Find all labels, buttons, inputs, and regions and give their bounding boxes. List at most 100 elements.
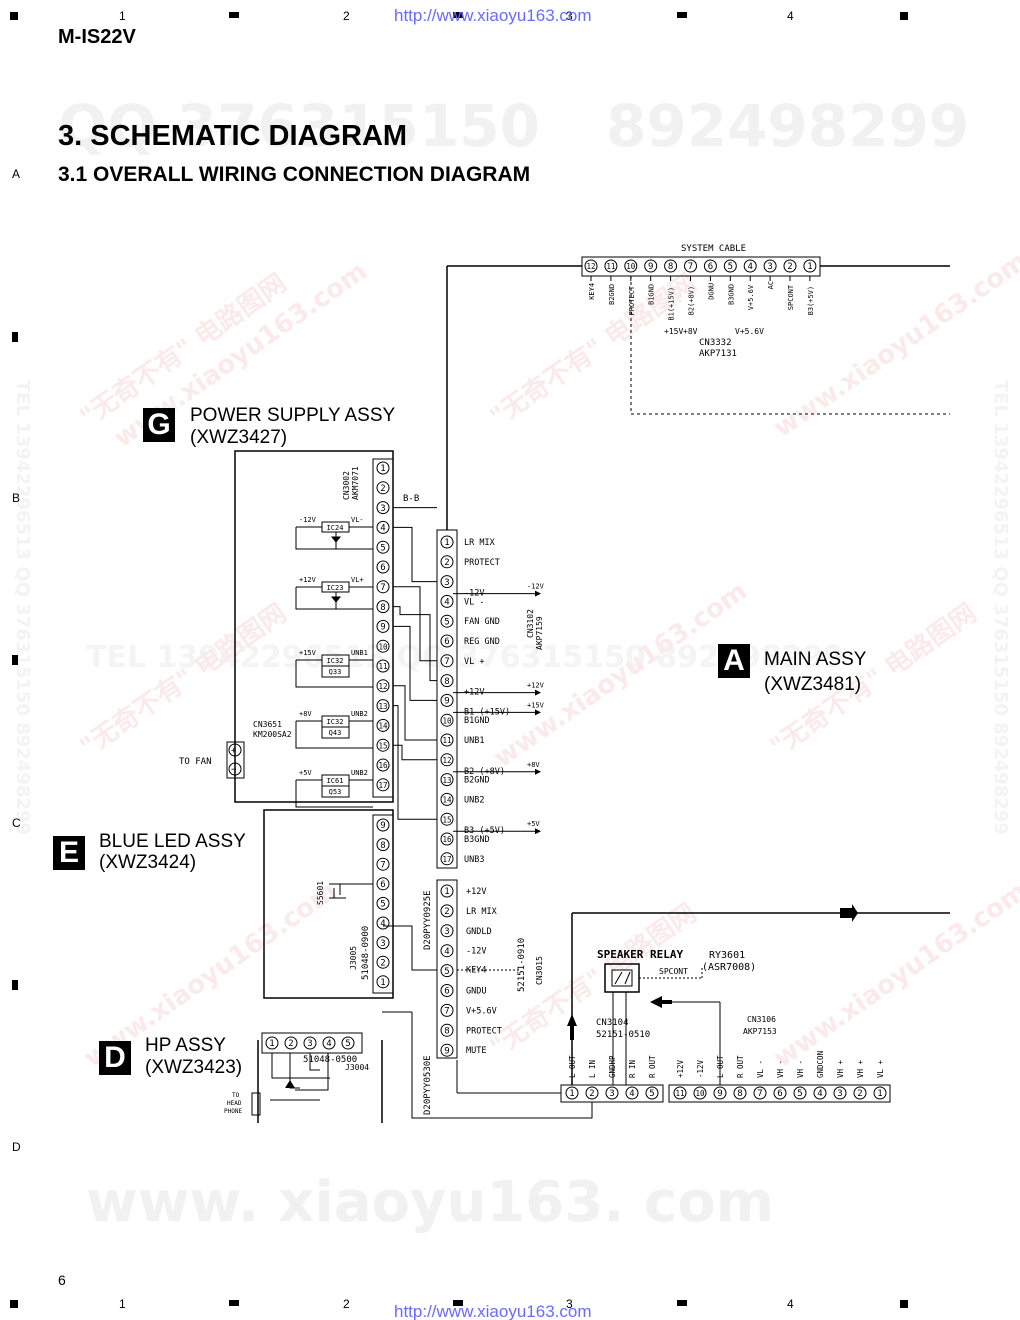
assy-d-code: (XWZ3423)	[145, 1057, 243, 1078]
system-cable-pin: 2	[783, 259, 797, 273]
pin-number: 7	[444, 1007, 449, 1017]
pin-number: 3	[837, 1089, 842, 1099]
ruler-col-1-bottom: 1	[119, 1297, 126, 1311]
ruler-mark	[900, 1300, 908, 1308]
main-connector-pin: 10	[440, 713, 454, 727]
main-connector-id: CN3102	[526, 609, 535, 638]
main-ext-label: -12V	[527, 583, 545, 591]
power-supply-board	[234, 450, 394, 803]
pin-number: 8	[444, 677, 449, 687]
main-ext-label: +15V	[527, 701, 545, 709]
system-cable-title: SYSTEM CABLE	[681, 244, 746, 254]
cn3104-pin: 5	[645, 1086, 659, 1100]
main-connector-pin: 1	[440, 535, 454, 549]
pin-number: 4	[817, 1089, 822, 1099]
ps-connector-pin: 4	[376, 520, 390, 534]
ruler-mark	[12, 980, 18, 990]
pin-number: 14	[378, 722, 388, 731]
watermark-website: www. xiaoyu163. com	[86, 1170, 775, 1235]
cn3106-pin-label: GNDCON	[816, 1051, 825, 1078]
cn3106-pin-label: VH +	[836, 1059, 845, 1078]
pin-number: 3	[767, 262, 772, 272]
ic-label: IC32	[327, 718, 344, 726]
cable-label-upper: D20PYY0925E	[423, 890, 433, 950]
source-url-top[interactable]: http://www.xiaoyu163.com	[394, 6, 592, 25]
main-connector-pin: 7	[440, 654, 454, 668]
ruler-mark	[229, 1300, 239, 1306]
cn3015-connector	[436, 879, 458, 1059]
system-cable-pin: 12	[584, 259, 598, 273]
pin-number: 11	[675, 1089, 684, 1098]
ps-connector-pin: 14	[376, 718, 390, 732]
pin-number: 2	[787, 262, 792, 272]
pin-number: 2	[857, 1089, 862, 1099]
system-cable-pin-label: B1(+15V)	[668, 287, 676, 321]
ps-connector-pin: 11	[376, 659, 390, 673]
cn3015-pin: 5	[440, 964, 454, 978]
svg-text:−: −	[231, 765, 237, 775]
reg-out-label: UNB2	[351, 710, 368, 718]
system-cable-pin-label: AC	[767, 281, 775, 289]
blue-led-connector	[372, 814, 394, 994]
pin-number: 5	[345, 1039, 350, 1049]
ps-connector-pin: 17	[376, 778, 390, 792]
pin-number: 9	[717, 1089, 722, 1099]
pin-number: 3	[444, 927, 449, 937]
cn3015-id: CN3015	[535, 956, 544, 985]
relay-signal: SPCONT	[659, 967, 688, 976]
main-connector-part: AKP7159	[535, 616, 544, 650]
pin-number: 6	[708, 262, 713, 272]
cn3106-pin-label: +12V	[676, 1059, 685, 1078]
system-cable-pin-label: B2(+8V)	[688, 286, 696, 316]
pin-number: 13	[442, 776, 451, 785]
pin-number: 7	[688, 262, 693, 272]
hp-connector	[261, 1032, 363, 1054]
main-connector-pin: 9	[440, 693, 454, 707]
pin-number: 9	[380, 821, 385, 831]
cn3106-pin-label: -12V	[696, 1059, 705, 1078]
pin-number: 15	[378, 741, 387, 750]
relay-id: RY3601	[709, 950, 745, 961]
pin-number: 8	[444, 1027, 449, 1037]
cn3106-connector	[668, 1084, 891, 1103]
pin-number: 7	[444, 657, 449, 667]
sc-bottom-label: V+5.6V	[735, 327, 764, 336]
ruler-row-b: B	[12, 491, 21, 505]
cn3104-pin-label: L IN	[588, 1060, 597, 1078]
main-pin-label: B3GND	[464, 835, 490, 845]
ps-connector-pin: 16	[376, 758, 390, 772]
relay-part: (ASR7008)	[702, 962, 756, 973]
ps-connector-pin: 2	[376, 481, 390, 495]
phone-label-3: PHONE	[224, 1108, 242, 1115]
source-url-bottom[interactable]: http://www.xiaoyu163.com	[394, 1302, 592, 1320]
cn3104-pin-label: R OUT	[648, 1055, 657, 1078]
cn3106-pin: 8	[733, 1086, 747, 1100]
sc-connector-id: CN3332	[699, 338, 732, 348]
cn3015-pin-label: MUTE	[466, 1046, 486, 1056]
assy-a-code: (XWZ3481)	[764, 674, 862, 695]
pin-number: 5	[444, 617, 449, 627]
assy-g-code: (XWZ3427)	[190, 427, 288, 448]
pin-number: 6	[380, 880, 385, 890]
cn3015-pin-label: PROTECT	[466, 1026, 502, 1036]
ps-connector-pin: 3	[376, 501, 390, 515]
cn3106-pin: 6	[773, 1086, 787, 1100]
cn3104-pin-label: L OUT	[568, 1055, 577, 1078]
switch-label: S5601	[316, 881, 325, 905]
cn3015-pin-label: KEY4	[466, 966, 486, 976]
cn3015-pin: 6	[440, 984, 454, 997]
cn3106-pin-label: VH +	[856, 1059, 865, 1078]
pin-number: 3	[444, 578, 449, 588]
reg-out-label: VL+	[351, 576, 364, 584]
cn3104-pin: 3	[605, 1086, 619, 1100]
assy-e-name: BLUE LED ASSY	[99, 831, 246, 852]
blue-led-pin: 7	[376, 857, 390, 871]
fan-connector	[226, 741, 245, 779]
cn3104-id: CN3104	[596, 1018, 629, 1028]
watermark-side-left: TEL 13942296513 QQ 376315150 892498299	[12, 380, 33, 835]
page-number: 6	[58, 1272, 66, 1288]
pin-number: 7	[757, 1089, 762, 1099]
pin-number: 1	[444, 538, 449, 548]
